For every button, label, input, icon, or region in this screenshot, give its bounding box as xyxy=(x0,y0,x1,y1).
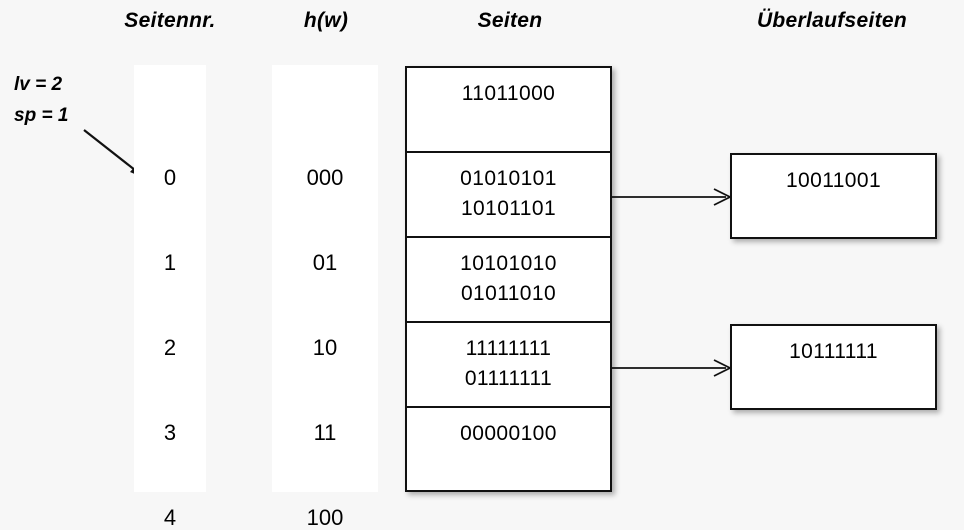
column-header-ueberlaufseiten: Überlaufseiten xyxy=(756,9,908,32)
hw-cell: 000 xyxy=(306,165,344,190)
record-value: 01010101 xyxy=(460,167,557,190)
overflow-arrow-icon xyxy=(610,188,733,206)
record-value: 01011010 xyxy=(460,282,557,306)
hw-cell: 10 xyxy=(312,335,338,360)
record-value: 10101010 xyxy=(460,252,557,275)
seiten-page-row: 00000100 xyxy=(407,408,610,489)
seiten-page-row: 01010101 10101101 xyxy=(407,153,610,238)
seiten-page-row: 11011000 xyxy=(407,68,610,153)
seitennr-column: 0 1 2 3 4 xyxy=(134,65,206,529)
record-value: 10011001 xyxy=(785,169,882,192)
seitennr-cell: 0 xyxy=(163,165,177,190)
column-header-seitennr: Seitennr. xyxy=(124,9,216,32)
seitennr-cell: 3 xyxy=(163,420,177,445)
seitennr-cell: 1 xyxy=(163,250,177,275)
hw-cell: 11 xyxy=(313,420,337,445)
seitennr-cell: 4 xyxy=(163,505,177,530)
record-value: 10111111 xyxy=(789,340,878,363)
hw-cell: 100 xyxy=(306,505,344,530)
overflow-arrow-icon xyxy=(610,359,733,377)
seiten-page-row: 10101010 01011010 xyxy=(407,238,610,323)
record-value: 10101101 xyxy=(460,197,557,221)
hw-cell: 01 xyxy=(312,250,338,275)
annotation-lv: lv = 2 xyxy=(14,74,63,95)
seitennr-cell: 2 xyxy=(163,335,177,360)
overflow-page-box: 10011001 xyxy=(730,153,937,239)
record-value: 11011000 xyxy=(461,82,556,105)
overflow-page-box: 10111111 xyxy=(730,324,937,410)
record-value: 01111111 xyxy=(464,367,553,391)
hw-column: 000 01 10 11 100 xyxy=(272,65,378,529)
annotation-sp: sp = 1 xyxy=(14,105,69,126)
record-value: 00000100 xyxy=(460,422,557,445)
column-header-hw: h(w) xyxy=(303,9,349,32)
seiten-table: 11011000 01010101 10101101 10101010 0101… xyxy=(405,66,612,492)
record-value: 11111111 xyxy=(465,337,552,360)
column-header-seiten: Seiten xyxy=(477,9,543,32)
seiten-page-row: 11111111 01111111 xyxy=(407,323,610,408)
